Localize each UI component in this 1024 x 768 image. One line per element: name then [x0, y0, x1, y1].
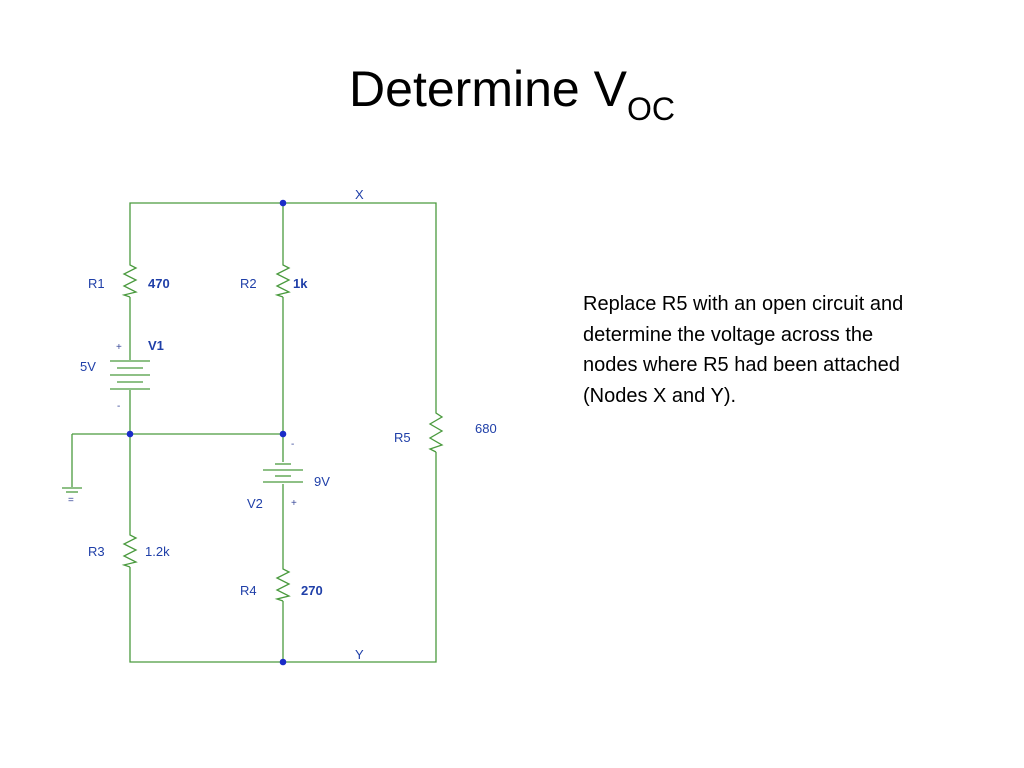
title-subscript: OC — [626, 91, 675, 127]
resistor-r2 — [274, 263, 291, 298]
instructions-text: Replace R5 with an open circuit and dete… — [583, 293, 904, 407]
node-center-junction-dot — [279, 430, 287, 438]
slide-title: Determine VOC — [0, 61, 1024, 127]
node-y-dot — [279, 658, 287, 666]
battery-v1 — [110, 360, 150, 390]
r5-value: 680 — [475, 421, 497, 436]
ground-mark: = — [68, 495, 74, 506]
battery-v2 — [263, 463, 303, 483]
v2-value: 9V — [314, 474, 330, 489]
node-x-label: X — [355, 187, 364, 202]
v1-value: 5V — [80, 359, 96, 374]
resistor-r5 — [428, 410, 444, 453]
title-main: Determine V — [349, 61, 627, 117]
v2-name: V2 — [247, 496, 263, 511]
v1-plus-sign: + — [116, 342, 122, 353]
resistor-r1 — [121, 263, 138, 298]
resistor-r4 — [274, 567, 291, 602]
r2-name: R2 — [240, 276, 257, 291]
node-y-label: Y — [355, 647, 364, 662]
r1-value: 470 — [148, 276, 170, 291]
ground-symbol — [62, 487, 82, 493]
node-left-junction-dot — [126, 430, 134, 438]
r1-name: R1 — [88, 276, 105, 291]
v2-plus-sign: + — [291, 498, 297, 509]
node-x-dot — [279, 199, 287, 207]
r5-name: R5 — [394, 430, 411, 445]
r4-name: R4 — [240, 583, 257, 598]
r3-name: R3 — [88, 544, 105, 559]
resistor-r3 — [121, 533, 138, 568]
r3-value: 1.2k — [145, 544, 170, 559]
r4-value: 270 — [301, 583, 323, 598]
v1-minus-sign: - — [117, 401, 120, 412]
r2-value: 1k — [293, 276, 308, 291]
v1-name: V1 — [148, 338, 164, 353]
v2-minus-sign: - — [291, 439, 294, 450]
